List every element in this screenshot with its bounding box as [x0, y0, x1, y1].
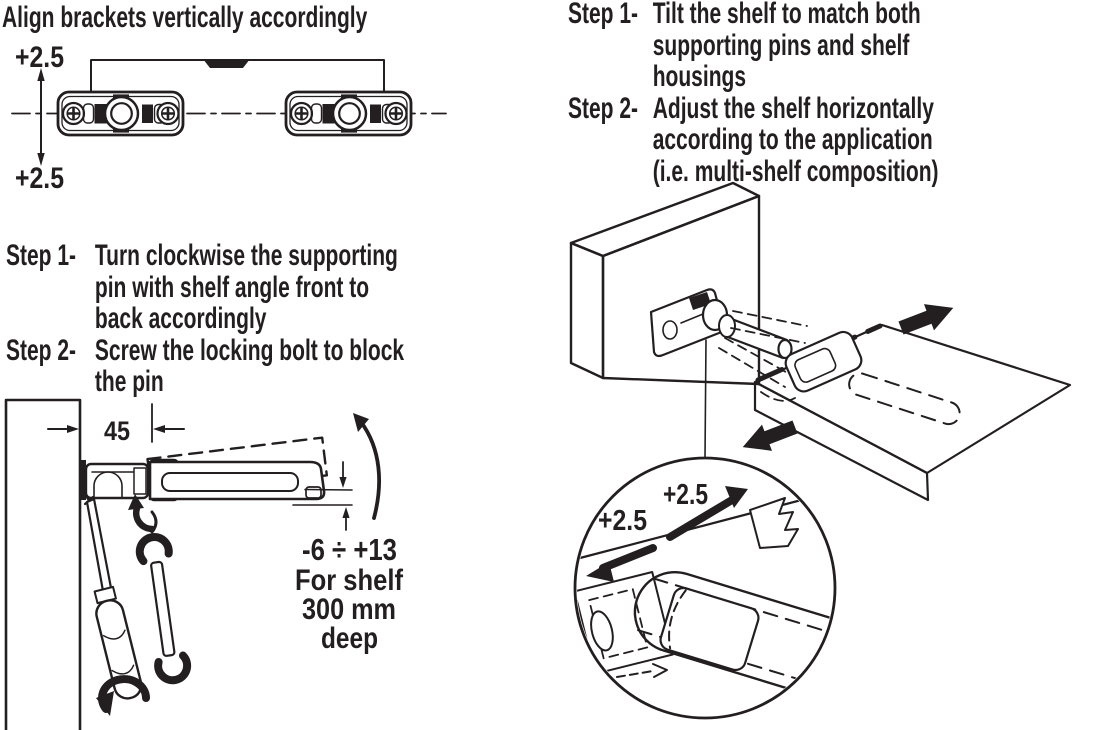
step-text: Adjust the shelf horizontally according …	[652, 91, 939, 188]
step-label: Step 1-	[6, 239, 77, 272]
tolerance-up-label: +2.5	[15, 41, 64, 74]
range-note-line2: 300 mm	[302, 593, 396, 626]
step-item: Step 2- Adjust the shelf horizontally ac…	[568, 91, 939, 188]
adjust-right-arrow	[895, 294, 959, 342]
detail-circle: +2.5 +2.5	[573, 456, 837, 720]
pin-closeup	[633, 570, 833, 698]
shelf-housing	[784, 330, 863, 393]
step-text: Turn clockwise the supporting pin with s…	[94, 239, 398, 335]
step-item: Step 1- Turn clockwise the supporting pi…	[6, 240, 404, 335]
detail-adjust-right-arrow	[666, 486, 748, 541]
step-text: Screw the locking bolt to block the pin	[94, 333, 405, 398]
wall-panel	[4, 398, 82, 730]
adjust-left-arrow	[737, 413, 801, 461]
wrench-icon	[135, 533, 192, 685]
step-label: Step 2-	[6, 333, 77, 367]
housing-slot-outline	[848, 372, 961, 426]
shelf-3d	[753, 323, 1072, 502]
dim-45-label: 45	[104, 416, 130, 446]
isometric-adjustment-diagram: +2.5 +2.5	[569, 181, 1072, 720]
detail-tolerance-right-label: +2.5	[663, 479, 708, 511]
pin-rotation-arrow	[128, 494, 158, 534]
shelf-side-view	[148, 460, 326, 501]
tolerance-down-label: +2.5	[15, 162, 64, 195]
step-text: Tilt the shelf to match both supporting …	[652, 0, 921, 93]
page-title: Align brackets vertically accordingly	[2, 1, 368, 34]
bracket-top-view-right	[284, 90, 413, 137]
left-instructions: Step 1- Turn clockwise the supporting pi…	[6, 240, 404, 398]
align-brackets-diagram: +2.5 +2.5	[11, 41, 447, 195]
dimension-45: 45	[47, 403, 185, 446]
bracket-top-view-left	[56, 90, 185, 137]
slide-direction-hint-arrow	[616, 663, 668, 678]
step-label: Step 2-	[568, 91, 639, 125]
range-label: -6 ÷ +13	[302, 532, 397, 567]
supporting-pin-3d	[649, 288, 808, 402]
step-label: Step 1-	[568, 0, 639, 30]
vertical-tolerance-arrow	[37, 68, 45, 166]
side-view-diagram: 45	[4, 398, 404, 730]
step-item: Step 1- Tilt the shelf to match both sup…	[568, 0, 939, 93]
range-note-line3: deep	[321, 622, 378, 655]
housing-broken-edge	[749, 497, 799, 549]
step-item: Step 2- Screw the locking bolt to block …	[6, 333, 405, 398]
range-note-line1: For shelf	[295, 564, 404, 597]
screwdriver-icon	[83, 494, 150, 716]
detail-leader-line	[704, 339, 707, 459]
range-dimension	[292, 461, 353, 531]
tilt-rotation-arrow	[353, 413, 382, 520]
detail-tolerance-left-label: +2.5	[598, 505, 647, 537]
right-instructions: Step 1- Tilt the shelf to match both sup…	[568, 0, 939, 187]
shelf-edge-profile	[90, 59, 385, 93]
detail-adjust-left-arrow	[586, 544, 657, 582]
